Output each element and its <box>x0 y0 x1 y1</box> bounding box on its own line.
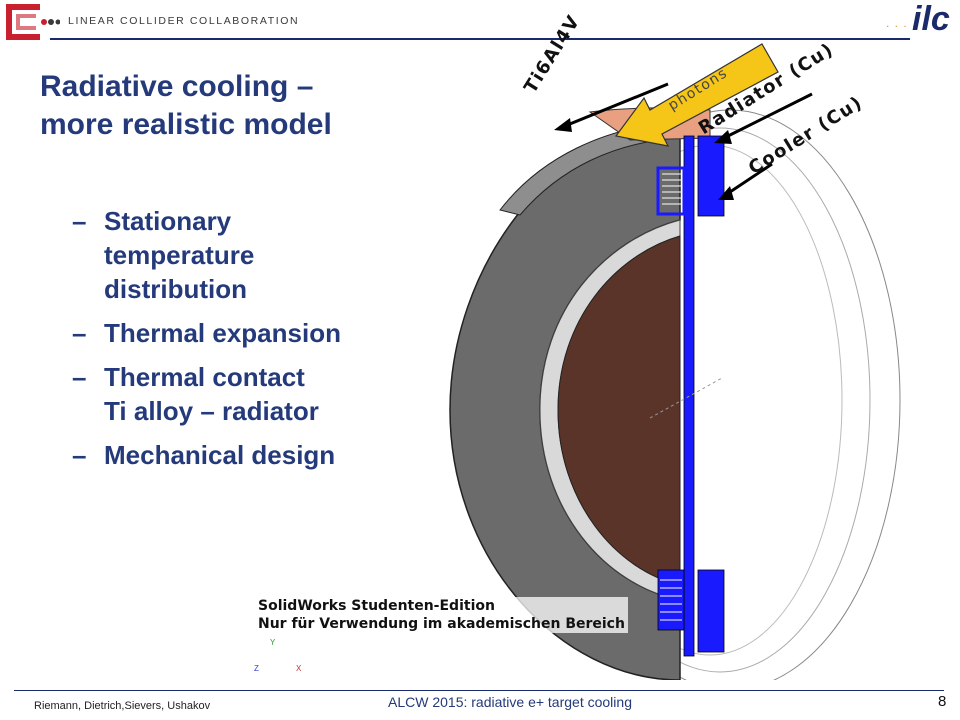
lcc-logo-icon <box>6 4 60 40</box>
axis-x-label: X <box>296 664 302 673</box>
header-divider <box>50 38 910 40</box>
bullet-line: temperature <box>104 240 255 270</box>
arrow-head-radiator <box>714 130 732 144</box>
bullet-line: Ti alloy – radiator <box>104 396 319 426</box>
page-number: 8 <box>938 693 947 710</box>
watermark-line-1: SolidWorks Studenten-Edition <box>258 598 495 614</box>
bullet-line: Mechanical design <box>104 440 336 470</box>
footer-authors: Riemann, Dietrich,Sievers, Ushakov <box>34 700 211 712</box>
arrow-head-cooler <box>718 186 734 200</box>
label-arrows <box>559 82 813 198</box>
copper-disk <box>557 235 681 586</box>
footer-talk-title: ALCW 2015: radiative e+ target cooling <box>388 694 632 710</box>
fins-bottom <box>660 579 682 621</box>
cad-model-diagram <box>449 43 901 680</box>
arrow-head-ti <box>554 118 572 132</box>
bullet-item: Thermal expansion <box>72 316 412 350</box>
bullet-list: Stationary temperature distribution Ther… <box>72 204 412 482</box>
bullet-line: Stationary <box>104 206 232 236</box>
header-dots: . . . . <box>886 16 917 30</box>
solidworks-watermark: SolidWorks Studenten-Edition Nur für Ver… <box>258 597 628 633</box>
center-axis <box>649 377 723 419</box>
axis-y-label: Y <box>270 638 276 647</box>
fin-block-bottom <box>657 569 685 631</box>
fins-top <box>662 173 682 205</box>
bullet-line: Thermal expansion <box>104 318 341 348</box>
cooler-block-top <box>697 135 725 217</box>
slide-title: Radiative cooling – more realistic model <box>40 68 440 144</box>
organization-name: LINEAR COLLIDER COLLABORATION <box>68 15 300 27</box>
watermark-line-2: Nur für Verwendung im akademischen Berei… <box>258 616 625 632</box>
photons-arrow-icon <box>614 43 779 147</box>
cooler-block-bottom <box>697 569 725 653</box>
bullet-item: Stationary temperature distribution <box>72 204 412 306</box>
bullet-item: Mechanical design <box>72 438 412 472</box>
axis-z-label: Z <box>254 664 259 673</box>
bullet-item: Thermal contact Ti alloy – radiator <box>72 360 412 428</box>
bullet-line: Thermal contact <box>104 362 305 392</box>
footer-divider <box>14 690 944 691</box>
title-line-2: more realistic model <box>40 108 332 141</box>
ilc-logo-icon: ilc <box>912 0 950 38</box>
bullet-line: distribution <box>104 274 247 304</box>
title-line-1: Radiative cooling – <box>40 70 314 103</box>
fin-block-top <box>656 166 686 216</box>
